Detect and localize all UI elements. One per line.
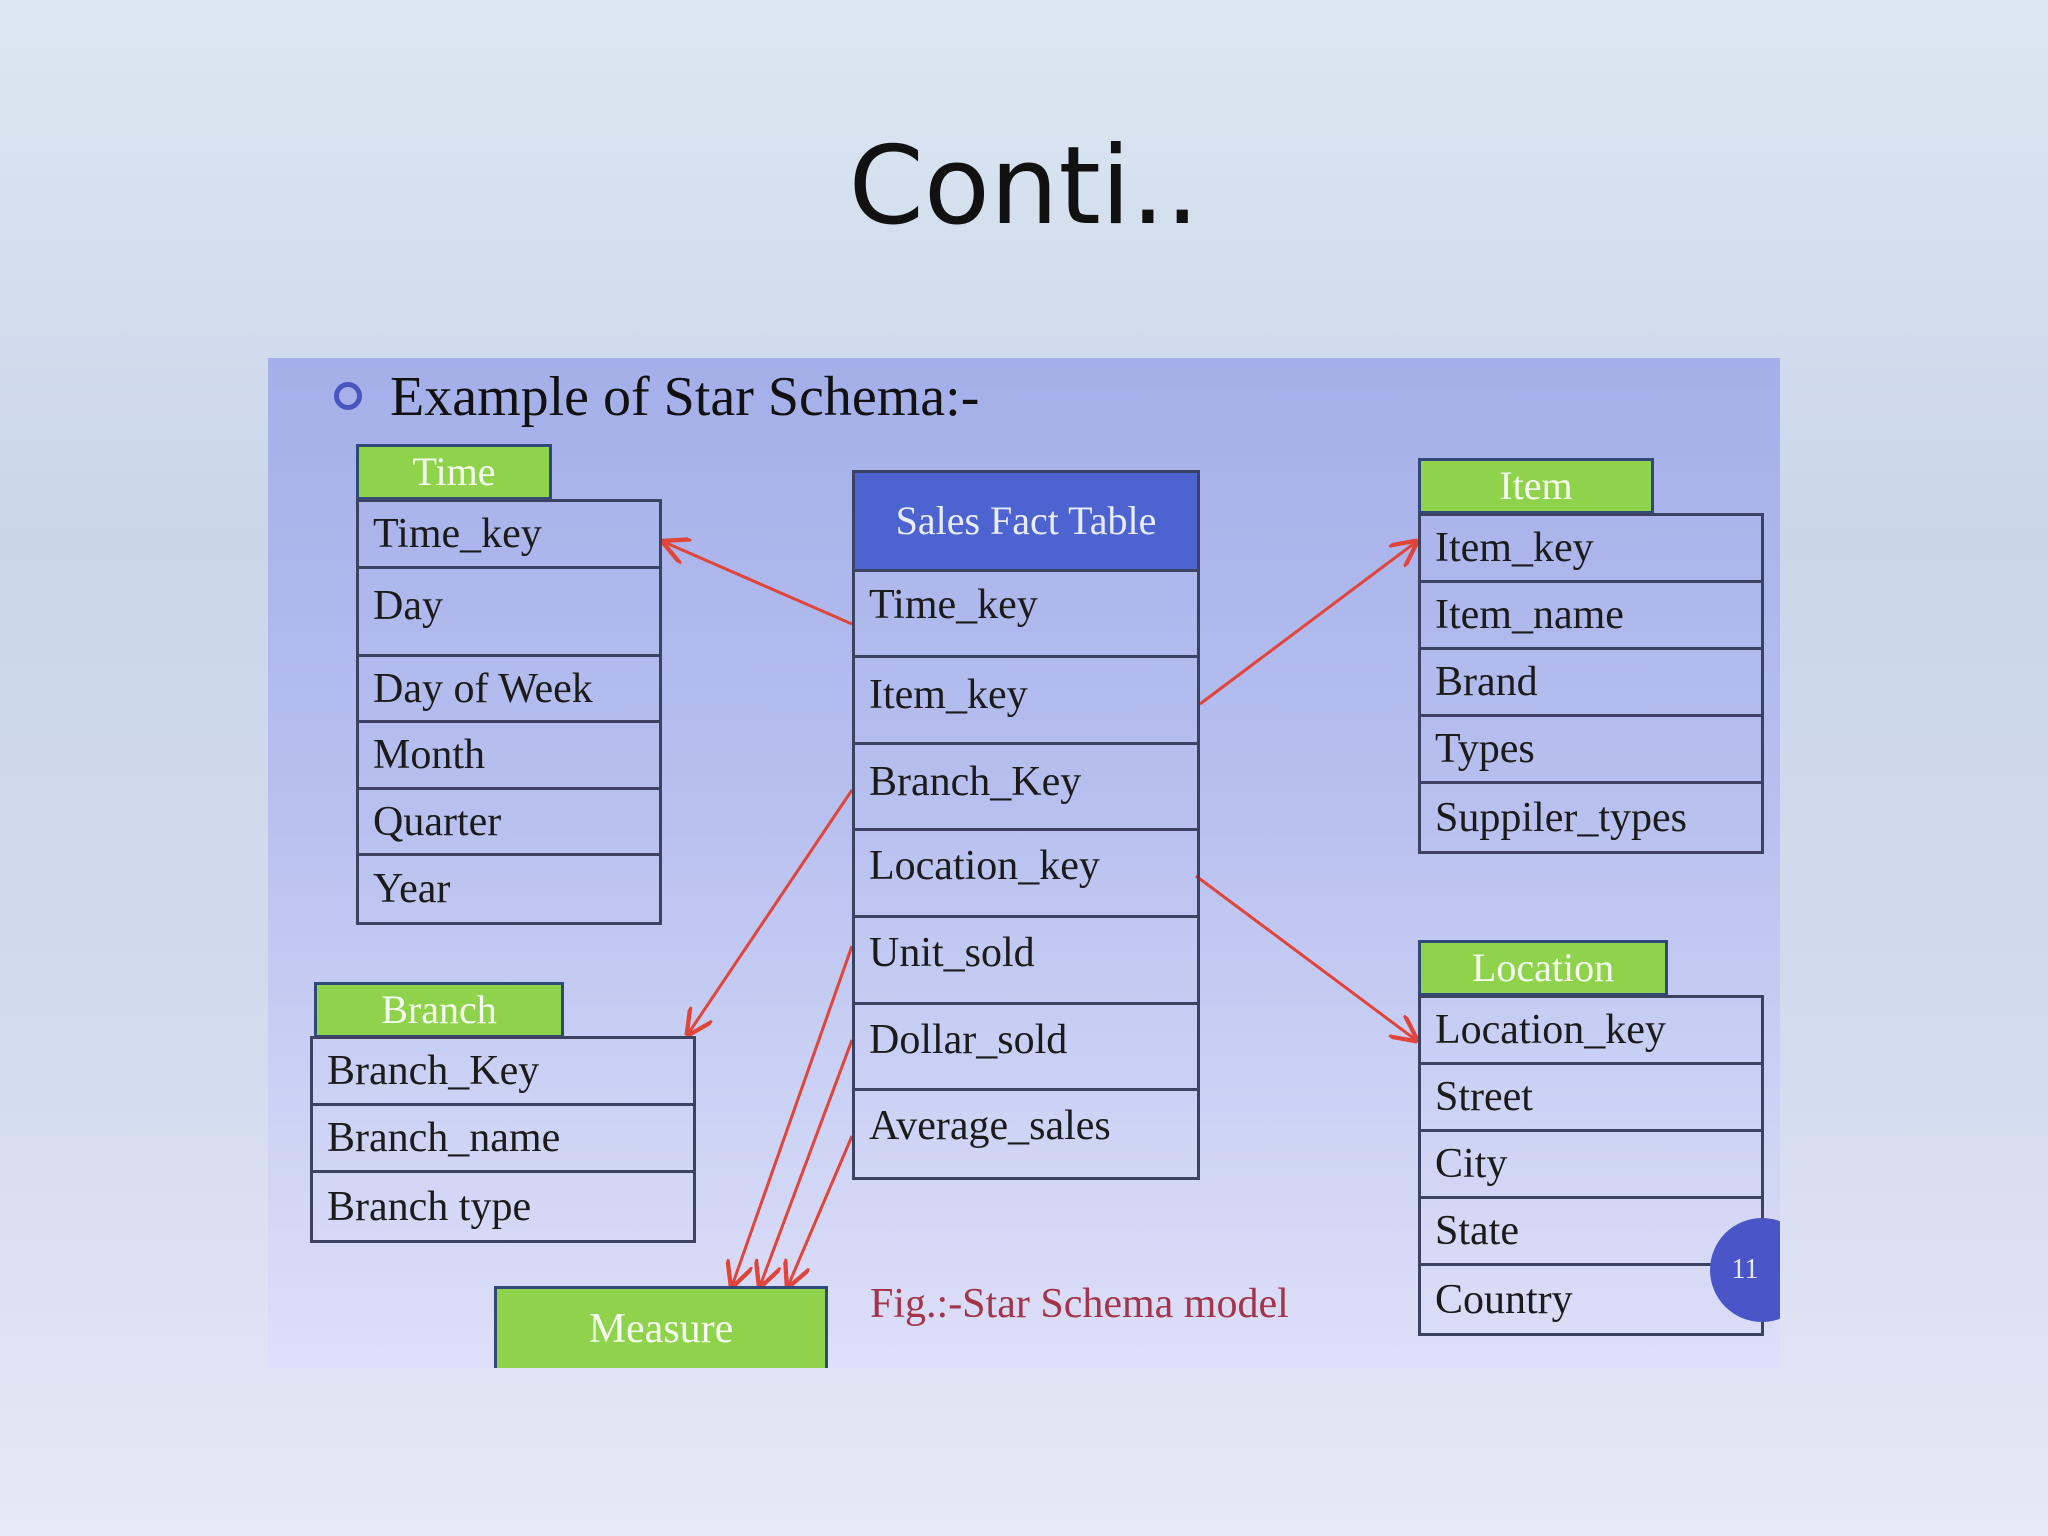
arrow-fact-time	[664, 542, 853, 626]
item-table-header: Item	[1418, 458, 1654, 514]
item-field-brand: Brand	[1421, 650, 1761, 717]
arrow-dollar-measure	[760, 1039, 854, 1286]
measure-box: Measure	[494, 1286, 828, 1368]
relationship-arrows	[268, 358, 1780, 1368]
bullet-icon	[334, 382, 362, 410]
time-field-quarter: Quarter	[359, 790, 659, 856]
item-table: Item_key Item_name Brand Types Suppiler_…	[1418, 513, 1764, 854]
branch-field-branch-name: Branch_name	[313, 1106, 693, 1173]
fact-field-item-key: Item_key	[855, 658, 1197, 745]
item-field-suppiler-types: Suppiler_types	[1435, 794, 1687, 841]
fact-field-location-key: Location_key	[855, 831, 1197, 918]
time-field-month: Month	[359, 723, 659, 790]
arrow-fact-branch	[688, 789, 854, 1034]
item-field-types: Types	[1421, 717, 1761, 784]
branch-field-branch-type: Branch type	[327, 1183, 532, 1230]
time-table-header: Time	[356, 444, 552, 500]
item-field-item-name: Item_name	[1421, 583, 1761, 650]
figure-heading: Example of Star Schema:-	[390, 366, 980, 428]
time-table: Time_key Day Day of Week Month Quarter Y…	[356, 499, 662, 925]
fact-field-unit-sold: Unit_sold	[855, 918, 1197, 1005]
time-field-time-key: Time_key	[359, 502, 659, 569]
location-field-street: Street	[1421, 1065, 1761, 1132]
sales-fact-table-header: Sales Fact Table	[855, 473, 1197, 572]
star-schema-figure: Example of Star Schema:- Time Time_key D…	[268, 358, 1780, 1368]
location-field-state: State	[1421, 1199, 1761, 1266]
arrow-average-measure	[788, 1135, 854, 1286]
sales-fact-table: Sales Fact Table Time_key Item_key Branc…	[852, 470, 1200, 1180]
location-field-city: City	[1421, 1132, 1761, 1199]
fact-field-average-sales: Average_sales	[869, 1103, 1111, 1149]
branch-table: Branch_Key Branch_name Branch type	[310, 1036, 696, 1243]
branch-table-header: Branch	[314, 982, 564, 1038]
fact-field-time-key: Time_key	[855, 572, 1197, 658]
location-field-country: Country	[1435, 1276, 1573, 1323]
arrow-fact-item	[1199, 542, 1416, 706]
branch-field-branch-key: Branch_Key	[313, 1039, 693, 1106]
fact-field-branch-key: Branch_Key	[855, 745, 1197, 831]
time-field-day: Day	[359, 569, 659, 657]
location-table-header: Location	[1418, 940, 1668, 996]
location-table: Location_key Street City State Country	[1418, 995, 1764, 1336]
arrow-unit-measure	[732, 945, 854, 1286]
time-field-day-of-week: Day of Week	[359, 657, 659, 723]
slide-title: Conti..	[848, 124, 1200, 249]
figure-caption: Fig.:-Star Schema model	[870, 1281, 1289, 1327]
time-field-year: Year	[373, 866, 451, 912]
arrow-fact-location	[1195, 874, 1416, 1040]
location-field-location-key: Location_key	[1421, 998, 1761, 1065]
item-field-item-key: Item_key	[1421, 516, 1761, 583]
fact-field-dollar-sold: Dollar_sold	[855, 1005, 1197, 1091]
